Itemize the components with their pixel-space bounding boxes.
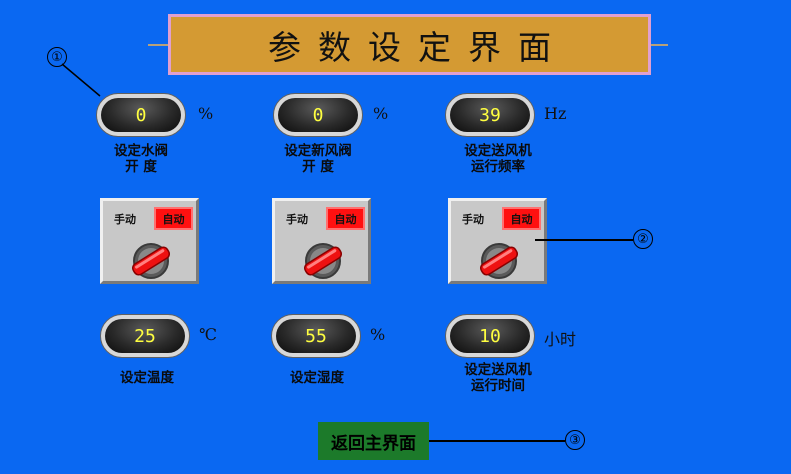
label-line: 设定送风机 [464, 362, 532, 378]
supply-fan-frequency-unit: Hz [544, 104, 567, 123]
label-line: 设定水阀 [114, 143, 168, 159]
callout-2-leader [535, 239, 633, 241]
humidity-setpoint-value: 55 [276, 319, 356, 353]
selector-knob-icon [479, 243, 519, 279]
page-title: 参数设定界面 [268, 27, 568, 67]
temperature-setpoint-label: 设定温度 [92, 370, 202, 386]
callout-3-leader [429, 440, 565, 442]
label-line: 开 度 [302, 159, 334, 175]
auto-indicator: 自动 [502, 207, 541, 230]
manual-auto-switch-1[interactable]: 手动 自动 [100, 198, 199, 284]
callout-3: ③ [565, 430, 585, 450]
supply-fan-runtime-unit: 小时 [544, 330, 577, 349]
humidity-unit: % [370, 325, 386, 344]
auto-label: 自动 [162, 212, 185, 226]
supply-fan-frequency-value: 39 [450, 98, 530, 132]
water-valve-opening-label: 设定水阀 开 度 [86, 143, 196, 175]
manual-auto-switch-3[interactable]: 手动 自动 [448, 198, 547, 284]
manual-auto-switch-2[interactable]: 手动 自动 [272, 198, 371, 284]
label-line: 设定温度 [120, 370, 174, 386]
fresh-air-valve-unit: % [373, 104, 389, 123]
humidity-setpoint-label: 设定湿度 [262, 370, 372, 386]
humidity-setpoint-display[interactable]: 55 [271, 314, 361, 358]
supply-fan-frequency-display[interactable]: 39 [445, 93, 535, 137]
label-line: 运行时间 [471, 378, 525, 394]
manual-label: 手动 [286, 213, 308, 226]
supply-fan-frequency-label: 设定送风机 运行频率 [443, 143, 553, 175]
label-line: 设定送风机 [464, 143, 532, 159]
back-to-main-button[interactable]: 返回主界面 [318, 422, 429, 460]
label-line: 设定新风阀 [284, 143, 352, 159]
callout-2: ② [633, 229, 653, 249]
manual-label: 手动 [114, 213, 136, 226]
water-valve-unit: % [198, 104, 214, 123]
fresh-air-valve-opening-value: 0 [278, 98, 358, 132]
label-line: 设定湿度 [290, 370, 344, 386]
manual-label: 手动 [462, 213, 484, 226]
title-panel: 参数设定界面 [168, 14, 651, 75]
supply-fan-runtime-display[interactable]: 10 [445, 314, 535, 358]
label-line: 运行频率 [471, 159, 525, 175]
auto-label: 自动 [334, 212, 357, 226]
temperature-setpoint-value: 25 [105, 319, 185, 353]
auto-indicator: 自动 [326, 207, 365, 230]
temperature-setpoint-display[interactable]: 25 [100, 314, 190, 358]
callout-1-leader [61, 63, 101, 97]
supply-fan-runtime-label: 设定送风机 运行时间 [443, 362, 553, 394]
fresh-air-valve-opening-display[interactable]: 0 [273, 93, 363, 137]
selector-knob-icon [303, 243, 343, 279]
selector-knob-icon [131, 243, 171, 279]
temperature-unit: ℃ [199, 325, 217, 344]
supply-fan-runtime-value: 10 [450, 319, 530, 353]
callout-1: ① [47, 47, 67, 67]
fresh-air-valve-opening-label: 设定新风阀 开 度 [263, 143, 373, 175]
label-line: 开 度 [125, 159, 157, 175]
water-valve-opening-display[interactable]: 0 [96, 93, 186, 137]
auto-indicator: 自动 [154, 207, 193, 230]
water-valve-opening-value: 0 [101, 98, 181, 132]
auto-label: 自动 [510, 212, 533, 226]
